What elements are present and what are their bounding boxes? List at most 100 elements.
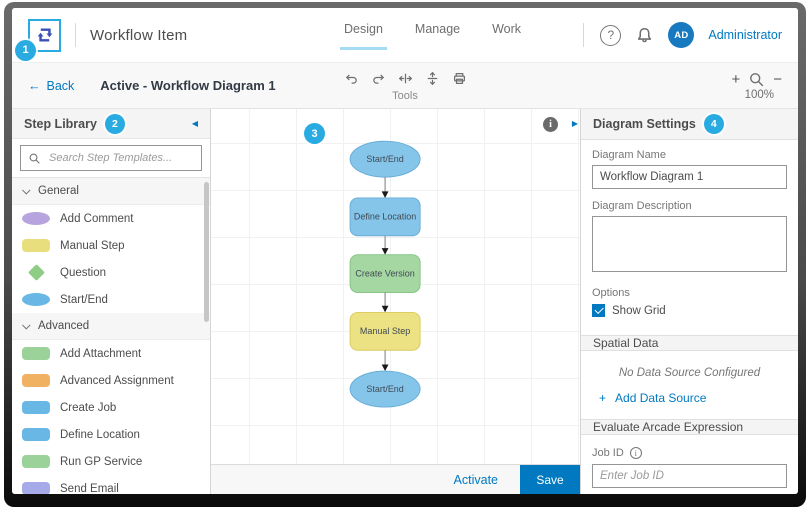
step-list: General Add Comment Manual Step Question…	[12, 177, 210, 494]
step-library-title: Step Library	[24, 116, 97, 131]
tool-icons-row	[342, 70, 468, 88]
zoom-out-button[interactable]: −	[773, 70, 782, 88]
main-area: Step Library 2 ◀ General	[12, 108, 798, 494]
step-label: Manual Step	[60, 239, 125, 252]
add-data-source-label: Add Data Source	[615, 391, 707, 405]
no-data-source-text: No Data Source Configured	[618, 367, 761, 379]
section-label: Advanced	[38, 320, 90, 332]
step-template-item[interactable]: Start/End	[12, 286, 210, 313]
tools-group: Tools	[342, 63, 468, 108]
zoom-controls: + −	[731, 71, 782, 88]
flow-node-start-end[interactable]	[349, 370, 421, 408]
arrowhead-icon	[381, 305, 389, 313]
section-label: General	[38, 185, 79, 197]
diagram-name-label: Diagram Name	[592, 149, 666, 161]
help-icon[interactable]: ?	[600, 24, 622, 46]
step-shape-swatch	[22, 428, 50, 441]
job-id-info-icon[interactable]: i	[629, 447, 642, 459]
search-input[interactable]	[47, 151, 194, 165]
diagram-description-input[interactable]	[592, 216, 787, 272]
logo-wrap: 1	[15, 18, 61, 61]
zoom-level: 100%	[744, 88, 774, 101]
diagram-toolbar: ← Back Active - Workflow Diagram 1	[12, 62, 798, 108]
flow-node-create-version[interactable]	[349, 254, 421, 294]
spatial-data-section-header[interactable]: Spatial Data	[581, 335, 798, 351]
page-title: Workflow Item	[90, 26, 188, 44]
step-template-item[interactable]: Send Email	[12, 475, 210, 494]
flow-node-label: Create Version	[355, 268, 414, 278]
tab-manage[interactable]: Manage	[414, 22, 461, 36]
step-template-item[interactable]: Add Attachment	[12, 340, 210, 367]
collapse-left-panel-icon[interactable]: ◀	[191, 119, 198, 128]
show-grid-checkbox[interactable]	[592, 304, 605, 317]
print-icon[interactable]	[450, 70, 468, 88]
show-grid-row[interactable]: Show Grid	[592, 304, 787, 317]
callout-badge-4: 4	[703, 114, 724, 134]
step-section-header[interactable]: General	[12, 178, 210, 205]
toolbar-left: ← Back Active - Workflow Diagram 1	[28, 63, 342, 108]
step-shape-swatch	[22, 374, 50, 387]
distribute-horizontal-icon[interactable]	[396, 70, 414, 88]
tools-label: Tools	[392, 89, 418, 102]
arcade-section-header[interactable]: Evaluate Arcade Expression	[581, 419, 798, 435]
distribute-vertical-icon[interactable]	[423, 70, 441, 88]
step-template-item[interactable]: Advanced Assignment	[12, 367, 210, 394]
chevron-down-icon	[22, 186, 31, 195]
workflow-manager-app: 1 Workflow Item Design Manage Work ? AD …	[12, 8, 798, 494]
job-id-row: Job ID i	[592, 447, 787, 459]
activate-button[interactable]: Activate	[453, 472, 498, 487]
callout-badge-2: 2	[104, 113, 125, 134]
step-list-scrollbar[interactable]	[204, 182, 209, 322]
back-button[interactable]: ← Back	[28, 79, 74, 93]
step-shape-swatch	[22, 293, 50, 306]
step-template-item[interactable]: Add Comment	[12, 205, 210, 232]
tab-design[interactable]: Design	[340, 18, 387, 50]
back-arrow-icon: ←	[28, 78, 41, 93]
step-template-item[interactable]: Run GP Service	[12, 448, 210, 475]
step-template-item[interactable]: Define Location	[12, 421, 210, 448]
diagram-settings-header: Diagram Settings 4	[581, 109, 798, 140]
step-shape-swatch	[22, 239, 50, 252]
step-label: Question	[60, 266, 107, 279]
magnifier-icon[interactable]	[748, 71, 765, 88]
save-button[interactable]: Save	[520, 464, 580, 494]
zoom-in-button[interactable]: +	[731, 70, 741, 88]
notifications-bell-icon[interactable]	[635, 26, 654, 45]
back-label: Back	[46, 78, 75, 93]
options-label: Options	[592, 287, 630, 299]
step-shape-swatch	[22, 401, 50, 414]
collapse-right-panel-icon[interactable]: ▶	[571, 119, 578, 128]
diagram-name-input[interactable]	[592, 165, 787, 189]
tab-work[interactable]: Work	[492, 22, 522, 36]
step-shape-swatch	[22, 482, 50, 494]
step-template-item[interactable]: Question	[12, 259, 210, 286]
search-icon	[29, 153, 40, 164]
header-divider	[75, 23, 76, 47]
step-template-item[interactable]: Manual Step	[12, 232, 210, 259]
zoom-group: + − 100%	[468, 63, 782, 108]
header-right: ? AD Administrator	[581, 22, 782, 48]
screenshot-frame: 1 Workflow Item Design Manage Work ? AD …	[4, 2, 806, 507]
undo-icon[interactable]	[342, 70, 360, 88]
flow-node-label: Manual Step	[360, 326, 410, 336]
step-template-item[interactable]: Create Job	[12, 394, 210, 421]
redo-icon[interactable]	[369, 70, 387, 88]
step-label: Add Attachment	[60, 347, 142, 360]
main-tabs: Design Manage Work	[340, 2, 523, 56]
canvas-info-icon[interactable]: i	[543, 117, 558, 132]
user-avatar[interactable]: AD	[668, 22, 695, 48]
callout-badge-1: 1	[15, 39, 36, 61]
diagram-settings-title: Diagram Settings	[593, 117, 696, 131]
add-data-source-button[interactable]: + Add Data Source	[581, 389, 798, 419]
callout-badge-3: 3	[304, 123, 325, 144]
step-section-header[interactable]: Advanced	[12, 313, 210, 340]
job-id-input[interactable]	[592, 464, 787, 488]
diagram-description-label: Diagram Description	[592, 200, 692, 212]
diagram-settings-panel: Diagram Settings 4 Diagram Name Diagram …	[580, 109, 798, 494]
header-right-divider	[583, 23, 585, 47]
user-name[interactable]: Administrator	[708, 28, 782, 42]
app-header: 1 Workflow Item Design Manage Work ? AD …	[12, 8, 798, 62]
